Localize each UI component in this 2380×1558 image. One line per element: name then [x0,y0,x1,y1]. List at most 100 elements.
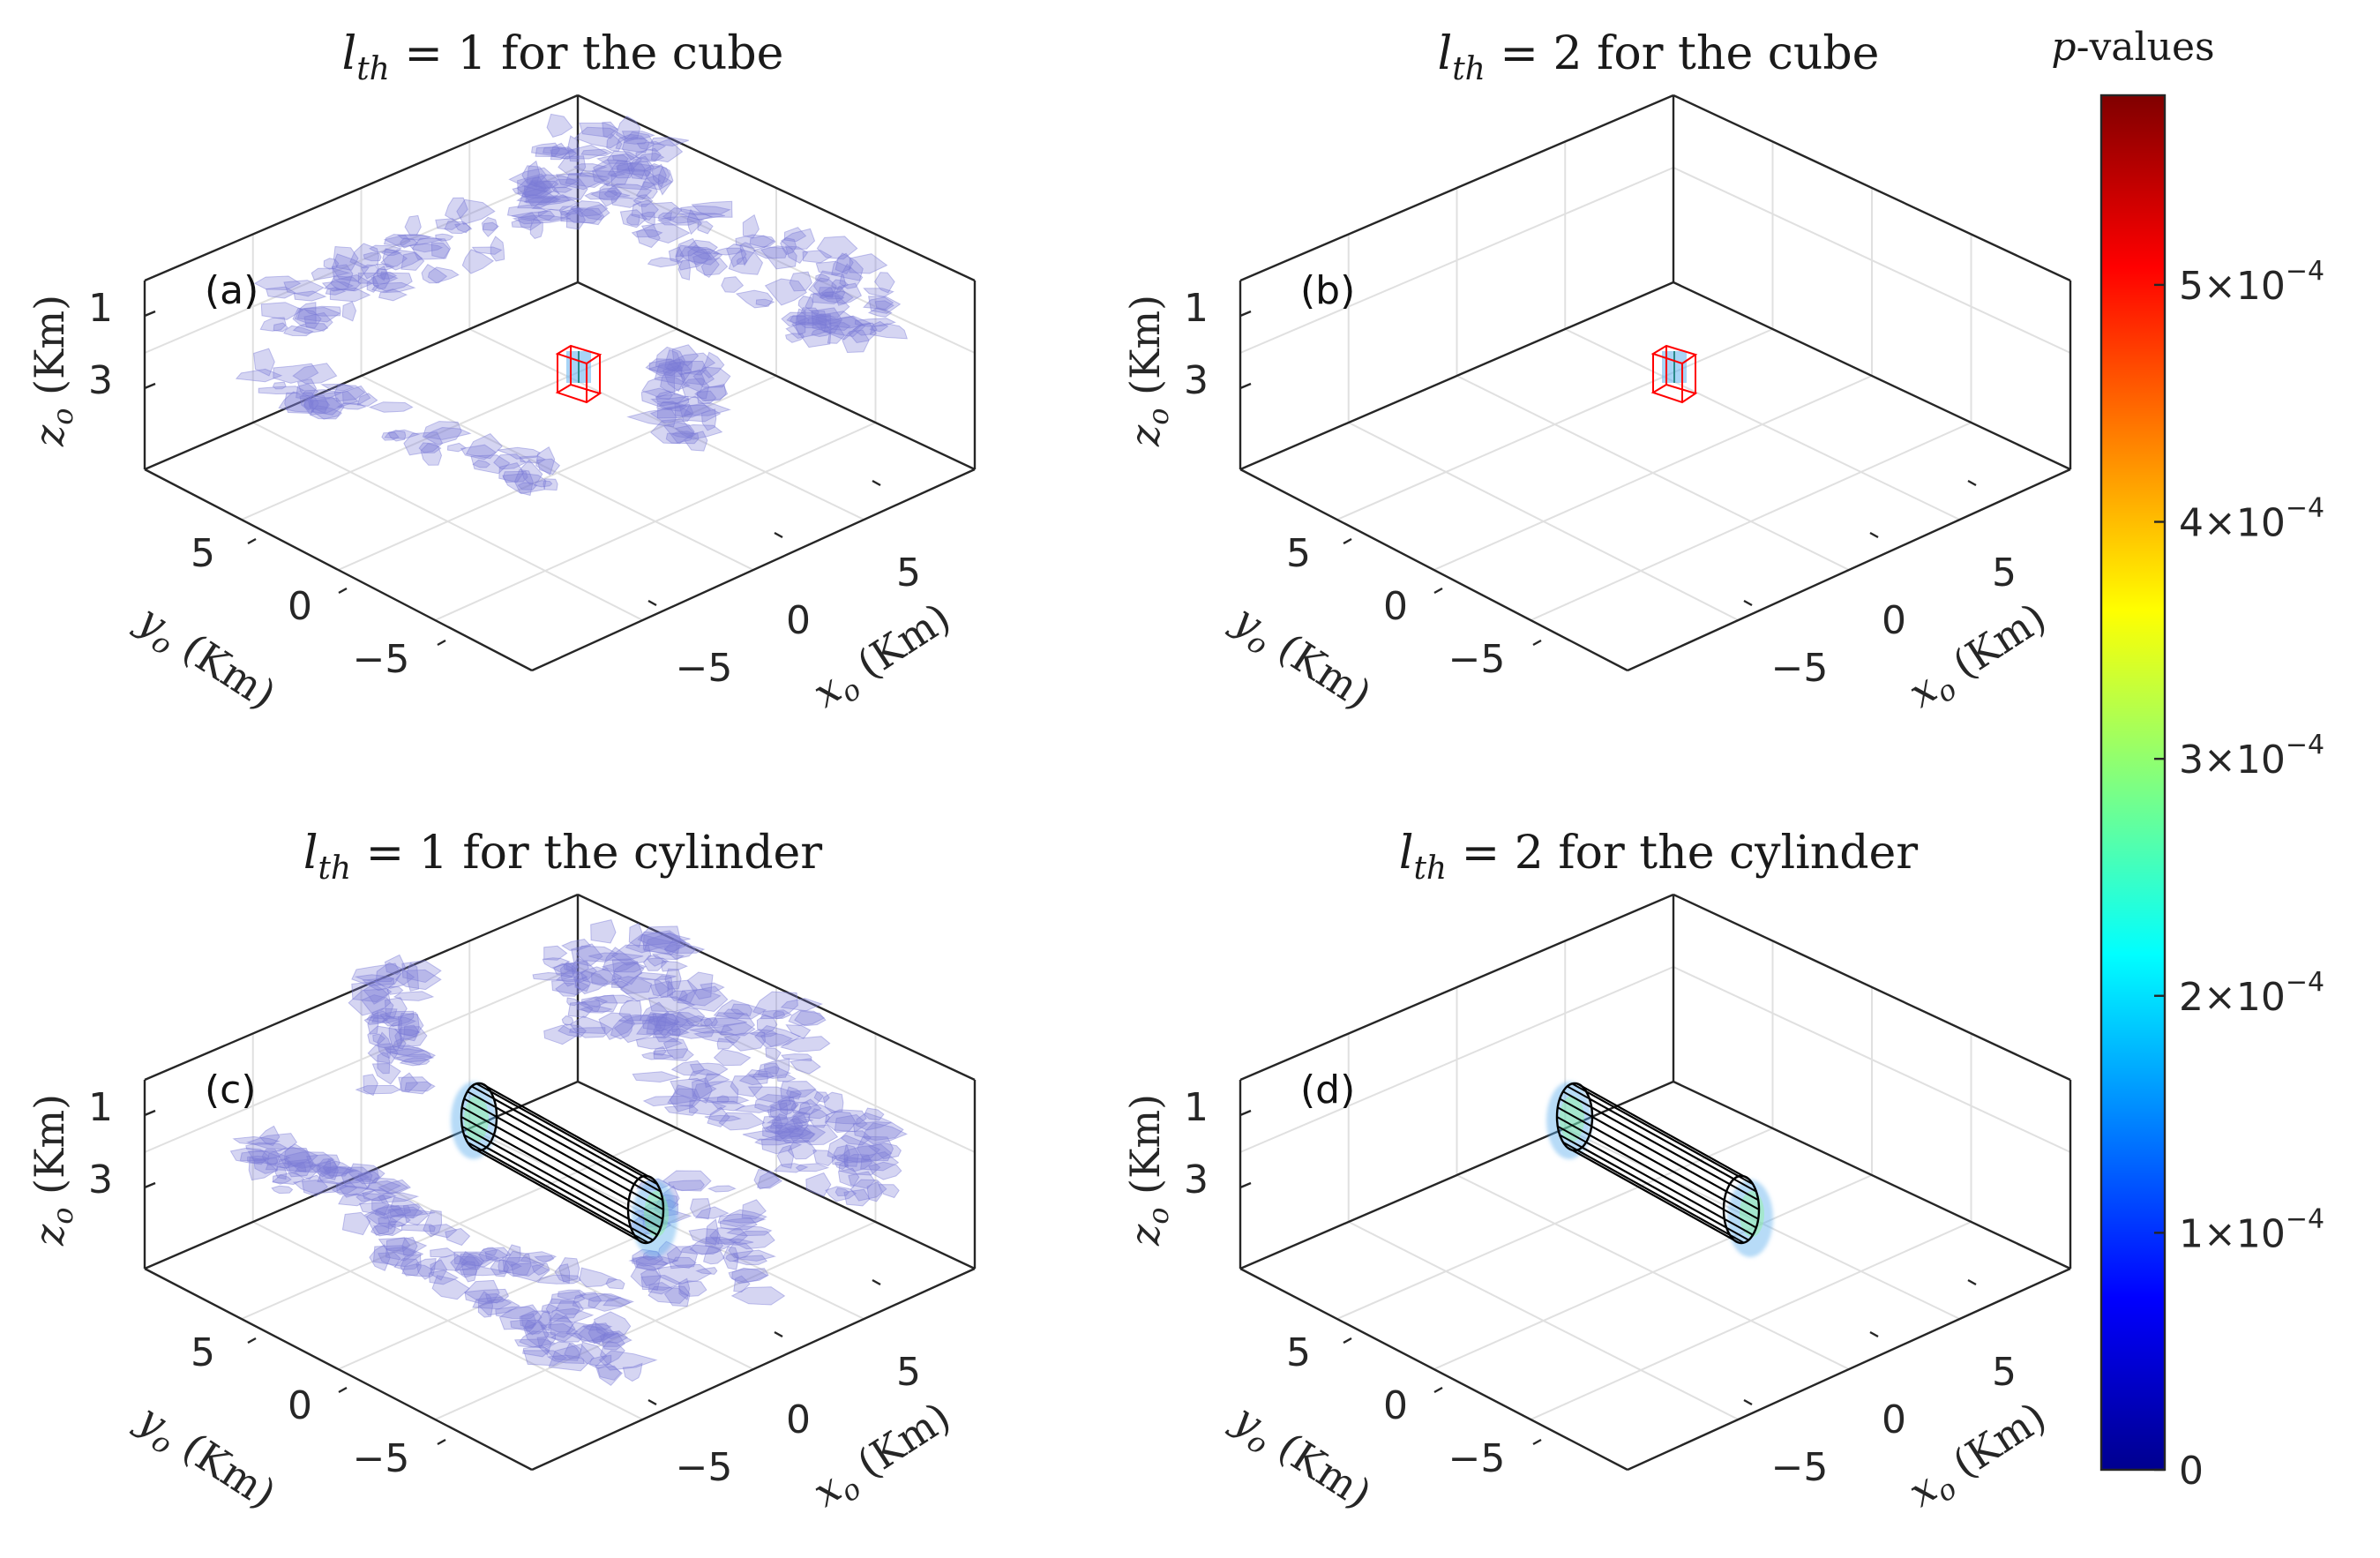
isosurface-fragment [453,222,471,234]
cylinder-line [1557,1106,1725,1202]
isosurface-fragment [632,1255,669,1271]
isosurface-fragment [384,997,408,1021]
axes-box [143,94,977,672]
isosurface-fragment [863,296,894,311]
box-edge [1673,1080,2071,1270]
isosurface-fragment [565,172,611,189]
isosurface-fragment [726,243,747,268]
isosurface-fragment [869,320,889,333]
box-edge [1627,1267,2071,1472]
isosurface-fragment [385,1046,437,1066]
colorbar-tick-label: 5×10−4 [2179,256,2324,309]
isosurface-fragment [819,290,854,304]
isosurface-fragment [573,126,628,149]
tick-marks [144,1109,881,1446]
isosurface-fragment [655,390,674,401]
cube-edges [1650,344,1698,404]
isosurface-fragment [521,181,552,199]
isosurface-fragment [653,1048,694,1062]
isosurface-fragment [371,1195,390,1217]
colorbar-tick-label: 3×10−4 [2179,730,2324,783]
isosurface-fragment [747,1086,802,1104]
isosurface-fragment [718,1238,754,1246]
isosurface-fragment [372,1033,386,1045]
cube-edges [555,344,602,404]
isosurface-fragment [786,1086,803,1100]
isosurface-fragment [657,1011,705,1026]
isosurface-fragment [598,183,623,207]
isosurface-fragment [680,205,731,216]
tick-marks [1239,1109,1977,1446]
panel-label: (b) [1300,268,1355,313]
isosurface-fragment [773,1128,805,1138]
isosurface-fragment [523,195,580,203]
isosurface-fragment [393,1257,421,1270]
isosurface-fragment [430,1247,457,1258]
isosurface-fragment [652,1013,690,1033]
cylinder-line [1556,1116,1725,1210]
box-edge [531,468,976,672]
isosurface-fragment [271,1185,294,1195]
x-tick [1869,531,1879,539]
cylinder-line [467,1141,635,1236]
isosurface-fragment [646,957,670,967]
isosurface-fragment [647,996,696,1013]
isosurface-fragment [540,1322,579,1342]
cylinder-cap [626,1174,665,1245]
isosurface-fragment [446,442,468,453]
isosurface-fragment [723,1031,767,1052]
isosurface-fragment [239,1150,281,1162]
x-axis-label: xo (Km) [805,1393,962,1522]
isosurface-fragment [533,480,553,488]
isosurface-fragment [790,1112,811,1125]
isosurface-fragment [647,362,683,378]
isosurface-fragment [868,296,902,314]
y-tick-label: 0 [1383,1383,1408,1428]
isosurface-fragment [453,1251,499,1268]
grid-line [1456,1174,1850,1370]
tick-marks [1239,310,1977,647]
isosurface-fragment [773,1163,809,1173]
isosurface-fragment [568,1027,606,1035]
isosurface-fragment [795,1163,830,1172]
isosurface-fragment [707,1185,737,1193]
isosurface-fragment [663,1285,691,1307]
isosurface-fragment [616,116,641,143]
isosurface-fragment [611,958,645,985]
x-tick [647,1398,657,1406]
isosurface-fragment [423,426,472,440]
isosurface-fragment [606,150,643,171]
z-tick-label: 3 [88,1157,113,1202]
isosurface-fragment [565,962,579,972]
isosurface-fragment [563,963,579,973]
isosurface-fragment [640,201,683,221]
isosurface-fragment [670,1024,715,1039]
grid-line [577,966,976,1153]
isosurface-fragment [602,1297,635,1307]
isosurface-fragment [382,248,408,268]
isosurface-fragment [348,1163,385,1184]
isosurface-fragment [372,268,391,290]
isosurface-fragment [661,960,689,972]
isosurface-fragment [519,1313,537,1330]
panel-title: lth = 2 for the cube [1438,27,1880,87]
isosurface-fragment [856,1112,893,1131]
isosurface-fragment [641,174,673,191]
axes-box [143,893,977,1472]
isosurface-fragment [578,1322,616,1343]
grid-line [144,966,579,1153]
isosurface-fragment [570,200,609,217]
isosurface-fragment [444,221,473,235]
isosurface-fragment [667,1084,699,1107]
isosurface-fragment [247,1150,291,1165]
isosurface-fragment [818,287,834,298]
isosurface-fragment [800,307,820,318]
grid-line [252,422,643,621]
isosurface-fragment [867,307,893,318]
x-axis-label: xo (Km) [805,594,962,723]
isosurface-fragment [517,482,538,491]
isosurface-fragment [427,266,460,284]
isosurface-fragment [272,381,287,390]
isosurface-fragment [363,251,382,262]
isosurface-fragment [292,307,322,329]
